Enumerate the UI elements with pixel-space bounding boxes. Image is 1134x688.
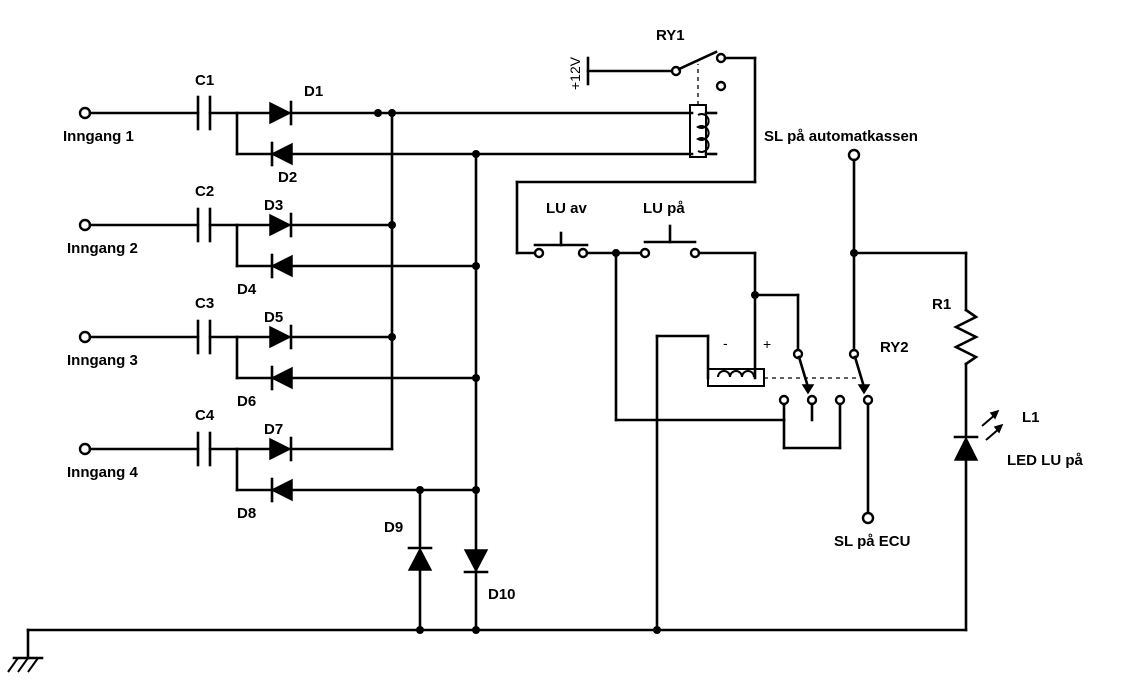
- lu-pa-button: [639, 224, 757, 380]
- label-c3: C3: [195, 295, 214, 312]
- label-d6: D6: [237, 393, 256, 410]
- label-lu-av: LU av: [546, 200, 588, 217]
- label-d1: D1: [304, 83, 323, 100]
- input-terminal-2: [78, 218, 92, 232]
- ry1-switch-arm: [677, 50, 718, 71]
- label-l1: L1: [1022, 409, 1040, 426]
- label-d3: D3: [264, 197, 283, 214]
- input-stage-3: [78, 319, 478, 391]
- label-d8: D8: [237, 505, 256, 522]
- label-d9: D9: [384, 519, 403, 536]
- label-r1: R1: [932, 296, 951, 313]
- diode-d3: [269, 213, 292, 237]
- diode-d5: [269, 325, 292, 349]
- input-stage-4: [78, 431, 478, 503]
- diode-d6: [270, 366, 293, 390]
- label-ry1: RY1: [656, 27, 685, 44]
- label-c1: C1: [195, 72, 214, 89]
- label-ry2: RY2: [880, 339, 909, 356]
- label-inngang-4: Inngang 4: [67, 464, 138, 481]
- label-coil-plus: +: [763, 336, 771, 352]
- input-terminal-4: [78, 442, 92, 456]
- input-stage-2: [78, 207, 478, 279]
- label-d7: D7: [264, 421, 283, 438]
- label-d5: D5: [264, 309, 283, 326]
- label-d2: D2: [278, 169, 297, 186]
- label-led-lu-pa: LED LU på: [1007, 452, 1083, 469]
- lu-av-button: [515, 231, 643, 259]
- label-lu-pa: LU på: [643, 200, 685, 217]
- diode-d2: [270, 142, 293, 166]
- input-stage-1: [78, 95, 694, 167]
- label-c2: C2: [195, 183, 214, 200]
- diode-d1: [269, 101, 292, 125]
- diode-d10: [463, 549, 489, 573]
- diode-d9: [407, 547, 433, 571]
- positive-bus: [374, 109, 396, 451]
- label-12v: +12V: [567, 56, 583, 90]
- label-inngang-2: Inngang 2: [67, 240, 138, 257]
- diode-d7: [269, 437, 292, 461]
- diode-d8: [270, 478, 293, 502]
- relay-ry1: [515, 50, 757, 255]
- label-coil-minus: -: [723, 335, 728, 351]
- ground-rail: [7, 626, 968, 673]
- input-terminal-3: [78, 330, 92, 344]
- label-sl-ecu: SL på ECU: [834, 533, 910, 550]
- label-inngang-1: Inngang 1: [63, 128, 134, 145]
- negative-bus: [407, 150, 489, 632]
- label-d4: D4: [237, 281, 257, 298]
- sl-ecu-terminal: [861, 511, 875, 525]
- relay-ry2: [655, 291, 875, 632]
- diode-d4: [270, 254, 293, 278]
- label-d10: D10: [488, 586, 516, 603]
- label-inngang-3: Inngang 3: [67, 352, 138, 369]
- resistor-r1: [953, 251, 979, 438]
- led-l1: [953, 409, 1004, 632]
- label-sl-automatkassen: SL på automatkassen: [764, 128, 918, 145]
- input-terminal-1: [78, 106, 92, 120]
- label-c4: C4: [195, 407, 215, 424]
- sl-automatkassen-terminal: [847, 148, 861, 162]
